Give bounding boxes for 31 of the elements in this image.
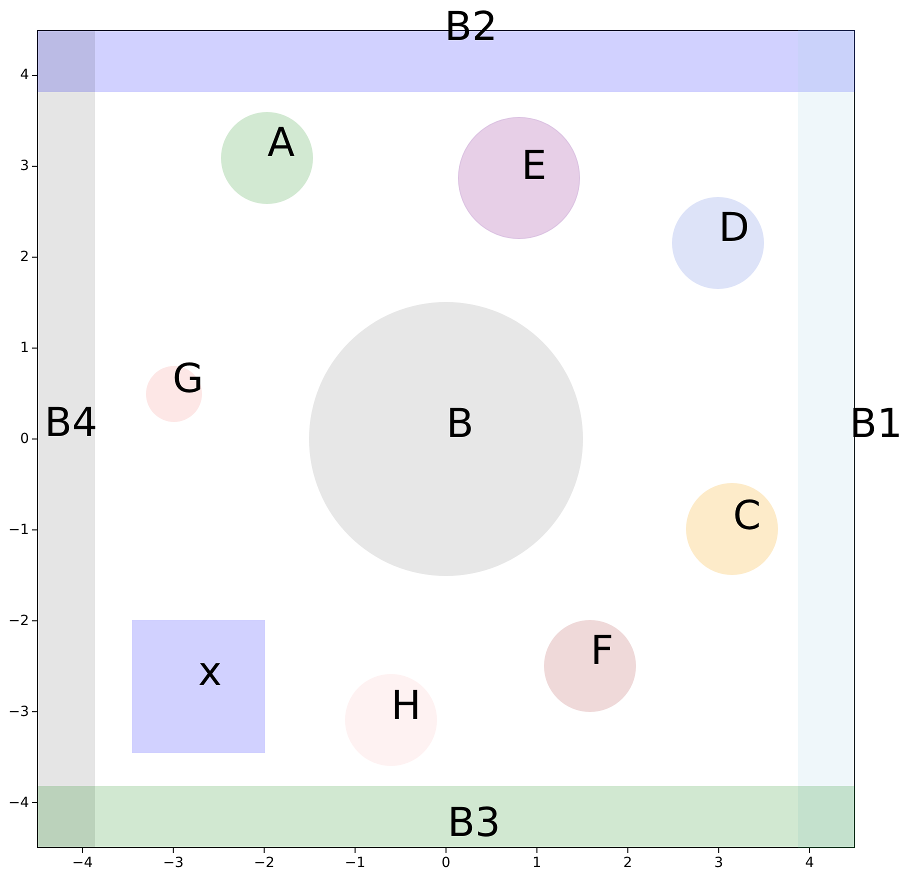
node-label: C (733, 496, 761, 536)
node-label: D (718, 208, 750, 248)
node-label: G (172, 359, 204, 399)
band (37, 786, 855, 848)
tick-label: 4 (20, 68, 29, 82)
tick-label: −4 (72, 856, 93, 870)
tick-label: 3 (714, 856, 724, 870)
tick-label: −3 (8, 704, 29, 719)
node-label: F (590, 631, 614, 671)
node-label: B3 (448, 803, 500, 843)
node-label: x (198, 652, 222, 692)
tick-label: 3 (20, 159, 29, 174)
tick-label: 1 (532, 856, 542, 870)
tick-label: −2 (8, 614, 29, 628)
node-label: A (267, 123, 295, 163)
tick-label: 2 (20, 250, 29, 264)
square-node (132, 620, 265, 753)
tick-label: 1 (20, 341, 29, 356)
node-label: E (521, 146, 547, 186)
node-label: H (390, 686, 422, 726)
tick-label: −2 (254, 856, 275, 870)
node-label: B (446, 404, 474, 444)
tick-label: 4 (805, 856, 814, 870)
node-label: B4 (44, 403, 98, 443)
tick-label: 2 (623, 856, 632, 870)
tick-label: 0 (20, 432, 29, 446)
tick-label: 0 (442, 856, 450, 870)
tick-label: −1 (8, 522, 29, 537)
tick-label: −1 (344, 856, 366, 870)
tick-label: −4 (8, 796, 29, 810)
tick-label: −3 (163, 856, 184, 870)
